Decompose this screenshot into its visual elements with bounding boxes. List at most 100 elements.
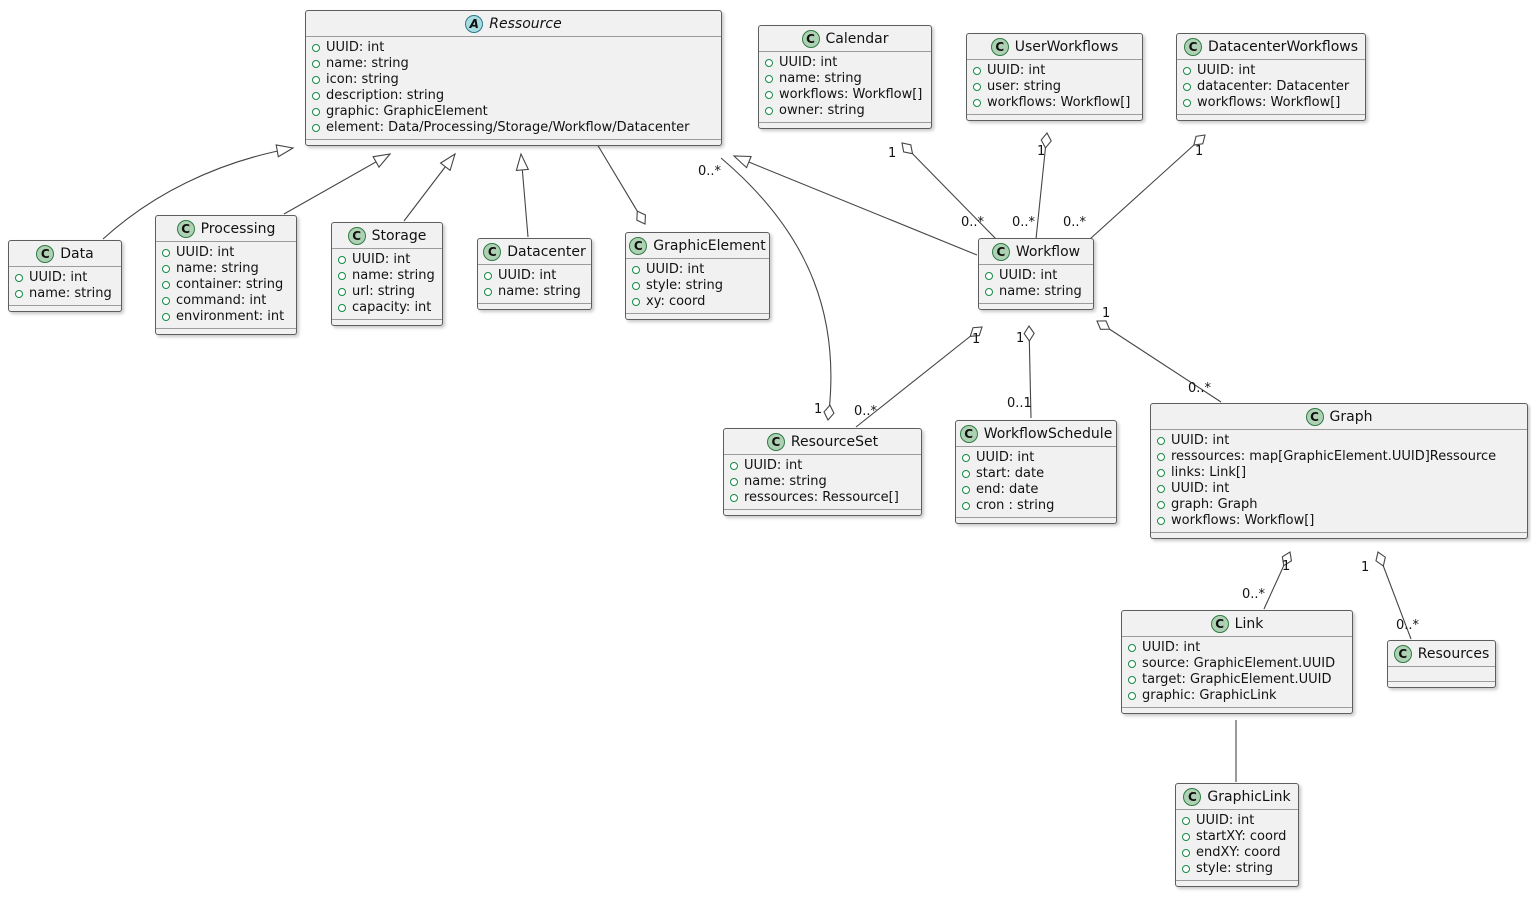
multiplicity-label: 1 xyxy=(1195,144,1203,159)
attribute: url: string xyxy=(338,284,434,300)
class-header: A Ressource xyxy=(306,11,721,36)
field-visibility-icon xyxy=(985,272,993,280)
attribute: UUID: int xyxy=(765,55,923,71)
attribute-text: environment: int xyxy=(176,309,285,324)
field-visibility-icon xyxy=(973,83,981,91)
field-visibility-icon xyxy=(1128,660,1136,668)
multiplicity-label: 1 xyxy=(814,402,822,417)
attribute: name: string xyxy=(162,261,288,277)
attribute-text: name: string xyxy=(744,474,827,489)
attribute-text: startXY: coord xyxy=(1196,829,1287,844)
attribute-text: UUID: int xyxy=(326,40,385,55)
edge-workflow-graph-aggregation xyxy=(1096,320,1222,403)
multiplicity-label: 1 xyxy=(972,332,980,347)
attribute-text: command: int xyxy=(176,293,267,308)
multiplicity-label: 1 xyxy=(1037,144,1045,159)
attribute: description: string xyxy=(312,88,713,104)
methods-compartment xyxy=(967,114,1142,120)
methods-compartment xyxy=(478,303,591,309)
methods-compartment xyxy=(9,305,121,311)
field-visibility-icon xyxy=(730,494,738,502)
attribute: environment: int xyxy=(162,309,288,325)
attribute: UUID: int xyxy=(985,268,1085,284)
field-visibility-icon xyxy=(1182,817,1190,825)
class-title: Workflow xyxy=(1015,244,1081,260)
attribute: name: string xyxy=(985,284,1085,300)
multiplicity-label: 0..* xyxy=(854,404,878,419)
attribute-text: UUID: int xyxy=(29,270,88,285)
class-header: C UserWorkflows xyxy=(967,34,1142,59)
attribute-text: element: Data/Processing/Storage/Workflo… xyxy=(326,120,690,135)
class-icon: C xyxy=(483,243,502,261)
field-visibility-icon xyxy=(962,486,970,494)
multiplicity-label: 0..* xyxy=(1396,618,1420,633)
field-visibility-icon xyxy=(985,288,993,296)
field-visibility-icon xyxy=(765,91,773,99)
field-visibility-icon xyxy=(162,249,170,257)
class-icon: C xyxy=(990,38,1009,56)
methods-compartment xyxy=(332,319,442,325)
class-icon: C xyxy=(1305,408,1324,426)
class-title: Graph xyxy=(1329,409,1373,425)
attribute: user: string xyxy=(973,79,1134,95)
field-visibility-icon xyxy=(312,124,320,132)
attribute: ressources: Ressource[] xyxy=(730,490,913,506)
attribute: cron : string xyxy=(962,498,1108,514)
attribute: name: string xyxy=(338,268,435,284)
edge-datacenterworkflows-workflow-aggregation xyxy=(1089,134,1206,240)
attribute: workflows: Workflow[] xyxy=(1183,95,1357,111)
attribute-text: datacenter: Datacenter xyxy=(1197,79,1350,94)
attribute-text: name: string xyxy=(176,261,259,276)
multiplicity-label: 1 xyxy=(1361,560,1369,575)
field-visibility-icon xyxy=(1157,517,1165,525)
attribute-text: UUID: int xyxy=(1142,640,1201,655)
field-visibility-icon xyxy=(162,281,170,289)
attribute: UUID: int xyxy=(484,268,583,284)
field-visibility-icon xyxy=(1182,833,1190,841)
attribute-text: UUID: int xyxy=(646,262,705,277)
methods-compartment xyxy=(1388,681,1495,687)
field-visibility-icon xyxy=(338,304,346,312)
attribute: end: date xyxy=(962,482,1108,498)
field-visibility-icon xyxy=(1182,865,1190,873)
attribute: UUID: int xyxy=(312,40,713,56)
attribute-text: UUID: int xyxy=(176,245,235,260)
field-visibility-icon xyxy=(1182,849,1190,857)
attribute-text: UUID: int xyxy=(1171,481,1230,496)
field-visibility-icon xyxy=(962,470,970,478)
edge-storage-ressource-generalization xyxy=(403,152,456,222)
class-icon: C xyxy=(1183,788,1202,806)
field-visibility-icon xyxy=(962,454,970,462)
multiplicity-label: 0..* xyxy=(1012,215,1036,230)
attribute: UUID: int xyxy=(1157,481,1519,497)
attribute: icon: string xyxy=(312,72,713,88)
attribute: start: date xyxy=(962,466,1108,482)
attribute-text: UUID: int xyxy=(976,450,1035,465)
class-graph: C Graph UUID: int ressources: map[Graphic… xyxy=(1150,403,1528,539)
attribute-text: source: GraphicElement.UUID xyxy=(1142,656,1336,671)
attribute: xy: coord xyxy=(632,294,761,310)
attribute: ressources: map[GraphicElement.UUID]Ress… xyxy=(1157,449,1519,465)
field-visibility-icon xyxy=(162,297,170,305)
edge-workflow-workflowschedule-aggregation xyxy=(1023,325,1035,419)
class-header: C Processing xyxy=(156,216,296,241)
attribute-text: UUID: int xyxy=(352,252,411,267)
field-visibility-icon xyxy=(973,67,981,75)
attribute: source: GraphicElement.UUID xyxy=(1128,656,1344,672)
edge-resourceset-ressource-aggregation xyxy=(720,157,835,421)
attribute: capacity: int xyxy=(338,300,434,316)
class-icon: C xyxy=(347,227,366,245)
attribute: target: GraphicElement.UUID xyxy=(1128,672,1344,688)
attribute-text: cron : string xyxy=(976,498,1055,513)
attribute-text: endXY: coord xyxy=(1196,845,1281,860)
class-header: C GraphicLink xyxy=(1176,784,1298,809)
field-visibility-icon xyxy=(312,44,320,52)
